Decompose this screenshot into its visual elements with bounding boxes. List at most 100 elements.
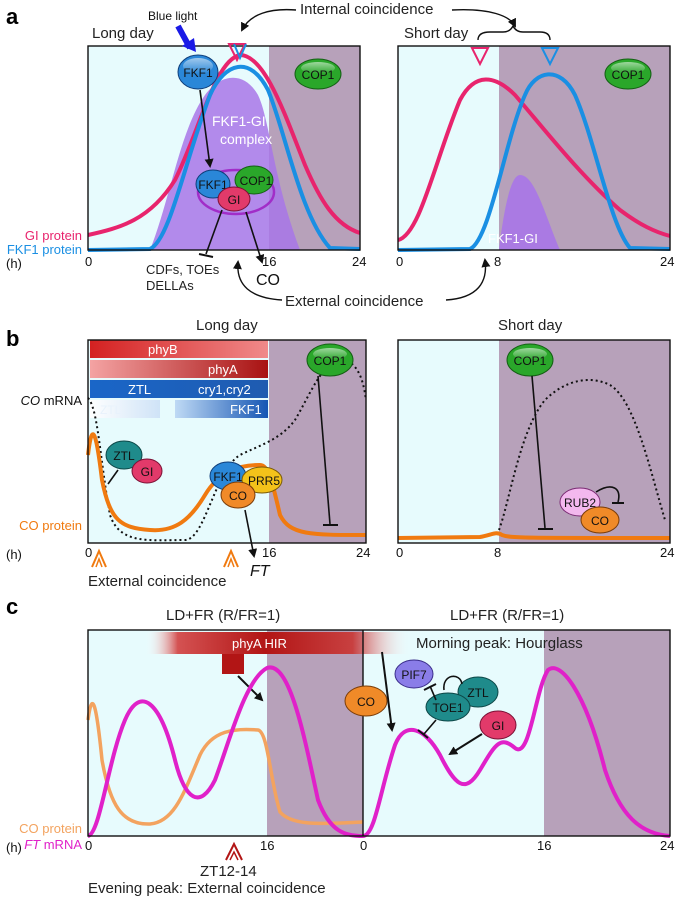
panel-c: c LD+FR (R/FR=1) LD+FR (R/FR=1) phyA HIR… [6, 594, 674, 897]
ztl-feedback-arc [443, 675, 463, 691]
panel-a-short-day-plot: Short day FKF1-GI COP1 [397, 25, 671, 252]
external-coincidence-arrow-left [232, 260, 283, 301]
complex-fkf1-label: FKF1 [198, 178, 228, 192]
long-day-title: Long day [92, 25, 154, 42]
gi-icon-c: GI [479, 710, 517, 740]
cop1-icon-b-long: COP1 [306, 343, 354, 377]
gi-peak-marker-short [470, 47, 490, 67]
fkf1-gi-short-label: FKF1-GI [488, 231, 538, 246]
hours-unit-c: (h) [6, 840, 22, 855]
tick-c-0a: 0 [85, 838, 92, 853]
cop1-inhibition-line [317, 375, 331, 525]
tick-b-short-24: 24 [660, 545, 674, 560]
complex-label-line1: FKF1-GI [212, 113, 266, 129]
fkf1-label: FKF1 [183, 66, 213, 80]
inhibition-bar [198, 253, 214, 258]
plot-frame-b [87, 339, 367, 544]
pif7-inhibition-bar [423, 683, 437, 691]
co-label-c: CO [357, 695, 375, 709]
phya-hir-label: phyA HIR [232, 636, 287, 651]
toe1-inhibition-line [423, 719, 437, 735]
ztl-label: ZTL [128, 382, 151, 397]
rub2-co-icon: RUB2 CO [559, 487, 620, 534]
external-coincidence-marker-2 [223, 548, 239, 568]
phya-label: phyA [208, 362, 238, 377]
rub2-label: RUB2 [564, 496, 596, 510]
cry-label: cry1,cry2 [198, 382, 251, 397]
pif7-icon: PIF7 [394, 659, 434, 689]
title-right-c: LD+FR (R/FR=1) [450, 607, 564, 624]
fkf1-protein-label: FKF1 protein [7, 242, 82, 257]
pif7-label: PIF7 [401, 668, 427, 682]
ztl-faded-bar [90, 400, 160, 418]
phyb-bar [90, 340, 268, 358]
cop1-label: COP1 [302, 68, 335, 82]
co-protein-curve-short [397, 531, 671, 540]
co-protein-curve-c [86, 701, 364, 826]
short-day-title-b: Short day [498, 317, 563, 334]
panel-a-long-day-plot: Long day FKF1-GI complex [87, 25, 361, 252]
cop1-icon-long: COP1 [294, 58, 342, 90]
targets-line2: DELLAs [146, 278, 194, 293]
ztl-cry-bar [90, 380, 268, 398]
external-coincidence-marker-1 [91, 548, 107, 568]
tick-b-long-0: 0 [85, 545, 92, 560]
tick-b-long-24: 24 [356, 545, 370, 560]
cop1-label-b-short: COP1 [514, 354, 547, 368]
external-coincidence-label-b: External coincidence [88, 573, 226, 590]
plot-frame-short [397, 45, 671, 251]
night-background-c-right [544, 630, 670, 836]
day-background-short [398, 46, 499, 250]
tick-a-long-0: 0 [85, 254, 92, 269]
fkf1-protein-curve-short [397, 72, 671, 252]
rub2-feedback-arc [595, 486, 620, 503]
cop1-label-short: COP1 [612, 68, 645, 82]
day-background-c-right [363, 630, 544, 836]
internal-coincidence-arrow-left [241, 8, 297, 32]
hours-unit-a: (h) [6, 256, 22, 271]
blue-light-label: Blue light [148, 9, 198, 23]
zt-marker [225, 841, 243, 861]
zt-marker-inner [229, 850, 239, 861]
evening-peak-label: Evening peak: External coincidence [88, 880, 326, 897]
fkf1-label-b: FKF1 [213, 470, 243, 484]
fkf1-protein-curve [87, 64, 361, 252]
gi-label-b: GI [141, 465, 154, 479]
hours-unit-b: (h) [6, 547, 22, 562]
short-day-title: Short day [404, 25, 469, 42]
complex-label-line2: complex [220, 131, 272, 147]
phya-hir-block [222, 654, 244, 674]
ztl-faded-label: ZTL [100, 403, 122, 417]
targets-line1: CDFs, TOEs [146, 262, 220, 277]
phya-hir-bar [146, 632, 411, 654]
gi-protein-label: GI protein [25, 228, 82, 243]
night-background-c-left [267, 630, 363, 836]
plot-frame [87, 45, 361, 251]
inhibition-line [205, 209, 223, 255]
external-coincidence-label-a: External coincidence [285, 293, 423, 310]
fkf1-peak-marker [233, 43, 247, 61]
gi-peak-marker [227, 43, 247, 63]
internal-coincidence-label: Internal coincidence [300, 1, 433, 18]
fkf1-protein-icon: FKF1 [177, 54, 219, 90]
co-protein-label-c: CO protein [19, 821, 82, 836]
panel-b-label: b [6, 326, 19, 351]
ztl-gi-icon: ZTL GI [105, 440, 163, 484]
cop1-label-b: COP1 [314, 354, 347, 368]
ft-mrna-curve [86, 665, 671, 839]
external-coincidence-arrow-right [445, 258, 491, 301]
tick-b-short-0: 0 [396, 545, 403, 560]
gi-arrow-c [448, 733, 483, 756]
tick-c-24: 24 [660, 838, 674, 853]
co-icon-c: CO [344, 685, 388, 717]
fkf1-to-complex-arrow [199, 89, 214, 168]
tick-c-16b: 16 [537, 838, 551, 853]
ztl-label-b: ZTL [113, 449, 135, 463]
plot-frame-b-short [397, 339, 671, 544]
tick-b-long-16: 16 [262, 545, 276, 560]
co-label-b-short: CO [591, 514, 609, 528]
long-day-title-b: Long day [196, 317, 258, 334]
panel-c-label: c [6, 594, 18, 619]
tick-a-short-8: 8 [494, 254, 501, 269]
